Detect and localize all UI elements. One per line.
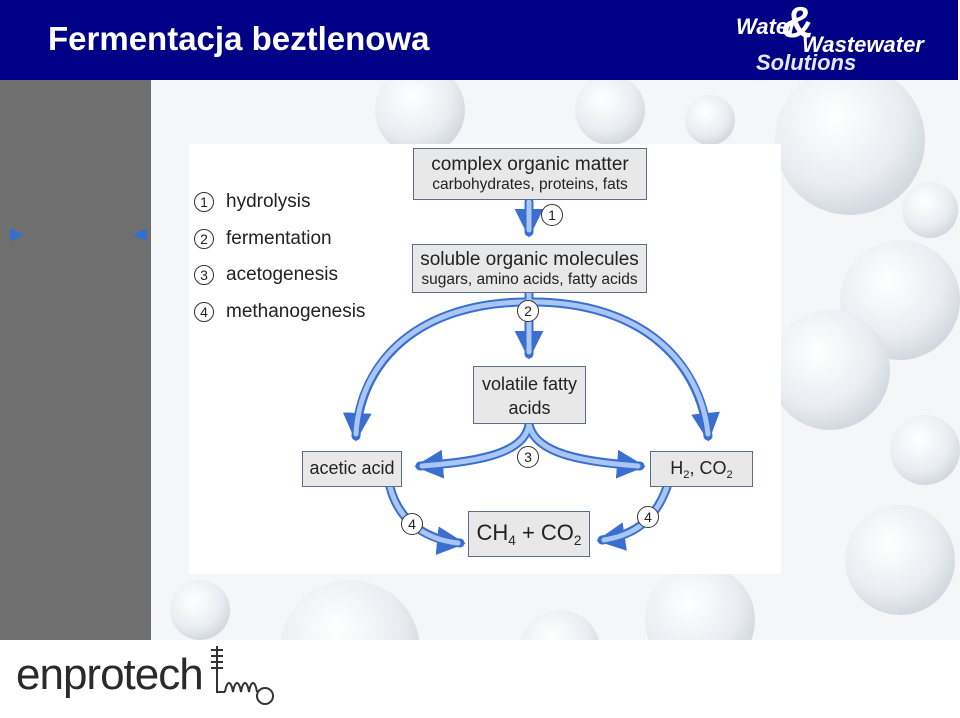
node-acetic-acid: acetic acid bbox=[302, 451, 402, 487]
node-title-cont: acids bbox=[508, 398, 551, 418]
legend-number: 1 bbox=[194, 192, 214, 213]
node-title: soluble organic molecules bbox=[420, 249, 639, 270]
formula-part: H bbox=[670, 458, 684, 478]
node-soluble-organic-molecules: soluble organic molecules sugars, amino … bbox=[412, 244, 647, 293]
coil-logo-icon bbox=[211, 646, 274, 705]
brand-water: Water bbox=[736, 14, 797, 39]
formula-sub: 4 bbox=[508, 532, 516, 548]
play-left-icon: ◄ bbox=[129, 221, 151, 246]
brand-wastewater: Wastewater bbox=[802, 32, 924, 57]
legend-label: hydrolysis bbox=[226, 191, 311, 213]
play-right-icon: ► bbox=[6, 221, 28, 246]
node-subtitle: carbohydrates, proteins, fats bbox=[432, 176, 628, 193]
page-title: Fermentacja beztlenowa bbox=[48, 20, 430, 57]
formula-part: + CO bbox=[515, 520, 574, 545]
node-ch4-co2: CH4 + CO2 bbox=[468, 511, 590, 557]
node-title: complex organic matter bbox=[431, 154, 629, 175]
node-title: CH4 + CO2 bbox=[469, 520, 589, 548]
legend-label: methanogenesis bbox=[226, 300, 366, 322]
legend-number: 4 bbox=[194, 301, 214, 322]
node-h2-co2: H2, CO2 bbox=[650, 451, 753, 487]
legend-item-acetogenesis: 3 acetogenesis bbox=[194, 257, 365, 294]
brand-solutions: Solutions bbox=[756, 50, 857, 75]
step-marker-1: 1 bbox=[541, 204, 563, 226]
legend-item-methanogenesis: 4 methanogenesis bbox=[194, 294, 365, 331]
step-marker-4-right: 4 bbox=[637, 506, 659, 528]
step-marker-2: 2 bbox=[517, 300, 539, 322]
step-marker-4-left: 4 bbox=[401, 513, 423, 535]
legend-label: fermentation bbox=[226, 227, 332, 249]
formula-sub: 2 bbox=[573, 532, 582, 548]
node-title: H2, CO2 bbox=[651, 458, 752, 481]
legend-number: 2 bbox=[194, 228, 214, 249]
node-subtitle: sugars, amino acids, fatty acids bbox=[421, 271, 638, 288]
side-panel bbox=[0, 80, 151, 640]
enprotech-logo: enprotech bbox=[16, 650, 204, 699]
step-marker-3: 3 bbox=[517, 446, 539, 468]
legend-item-fermentation: 2 fermentation bbox=[194, 221, 365, 258]
footer bbox=[0, 640, 960, 718]
formula-sub: 2 bbox=[726, 468, 733, 481]
legend-number: 3 bbox=[194, 265, 214, 286]
node-title: acetic acid bbox=[309, 458, 395, 478]
legend-label: acetogenesis bbox=[226, 264, 338, 286]
legend-item-hydrolysis: 1 hydrolysis bbox=[194, 184, 365, 221]
node-complex-organic-matter: complex organic matter carbohydrates, pr… bbox=[413, 148, 647, 200]
formula-part: , CO bbox=[689, 458, 727, 478]
node-volatile-fatty-acids: volatile fatty acids bbox=[473, 366, 586, 424]
formula-part: CH bbox=[476, 520, 509, 545]
legend: 1 hydrolysis 2 fermentation 3 acetogenes… bbox=[194, 184, 365, 330]
header-bar: Fermentacja beztlenowa Water & Wastewate… bbox=[0, 0, 960, 80]
formula-sub: 2 bbox=[683, 468, 690, 481]
node-title: volatile fatty bbox=[481, 374, 578, 394]
diagram-canvas bbox=[189, 144, 781, 574]
brand-ampersand: & bbox=[782, 0, 814, 47]
brand-logo: Water & Wastewater Solutions bbox=[736, 0, 956, 76]
